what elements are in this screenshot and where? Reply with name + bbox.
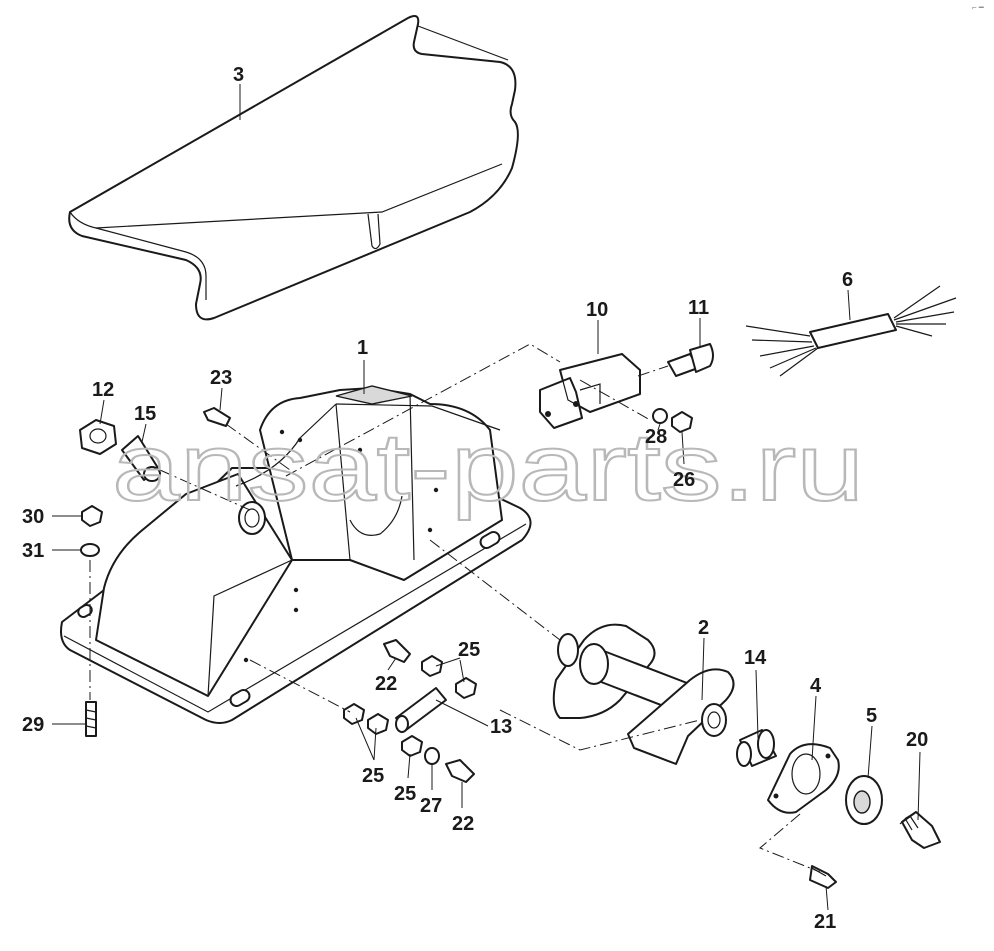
callout-26: 26: [673, 469, 695, 491]
callout-15: 15: [134, 403, 156, 425]
part-13-spring-pin: [395, 687, 447, 733]
callout-20: 20: [906, 729, 928, 751]
callout-22-top: 22: [375, 673, 397, 695]
callout-31: 31: [22, 540, 44, 562]
part-30-nut: [81, 505, 103, 527]
callout-13: 13: [490, 716, 512, 738]
callout-25-top: 25: [458, 639, 480, 661]
part-25-nut-b: [455, 677, 477, 699]
callout-1: 1: [357, 337, 368, 359]
corner-mark: ⌐ ━: [972, 3, 984, 12]
callout-25-mid: 25: [394, 783, 416, 805]
callout-2: 2: [698, 617, 709, 639]
part-1-pedal-housing: [60, 385, 532, 724]
part-12-hex-nut: [79, 419, 117, 455]
watermark: ansat-parts.ru: [112, 414, 864, 521]
part-27-washer: [424, 747, 440, 765]
part-10-switch: [539, 353, 641, 429]
callout-6: 6: [842, 269, 853, 291]
part-25-nut-d: [367, 713, 389, 735]
part-11-fitting: [667, 343, 714, 377]
part-22-screw-upper: [383, 639, 411, 663]
callout-30: 30: [22, 506, 44, 528]
callout-11: 11: [688, 297, 709, 319]
callout-3: 3: [233, 64, 244, 86]
callout-28: 28: [645, 426, 667, 448]
callout-4: 4: [810, 675, 822, 697]
leader-lines: [52, 84, 921, 911]
callout-12: 12: [92, 379, 114, 401]
part-6-cable: [745, 285, 957, 377]
part-3-cover-plate: [68, 15, 519, 321]
callout-14: 14: [744, 647, 767, 669]
callout-21: 21: [814, 911, 836, 933]
part-15-grease-nipple: [121, 435, 161, 482]
callout-10: 10: [586, 299, 608, 321]
part-20-slotted-screw: [899, 811, 941, 849]
part-25-nut-a: [421, 655, 443, 677]
callout-5: 5: [866, 705, 877, 727]
callout-25-left: 25: [362, 765, 384, 787]
callout-23: 23: [210, 367, 232, 389]
part-26-nut: [671, 411, 693, 433]
part-25-nut-e: [401, 735, 423, 757]
part-2-flange-bushing: [552, 623, 735, 765]
part-31-washer: [80, 543, 100, 557]
assembly-lines: [89, 343, 821, 873]
part-28-washer: [652, 408, 668, 424]
part-29-bolt: [85, 701, 97, 737]
part-14-bushing: [736, 729, 777, 767]
callout-29: 29: [22, 714, 44, 736]
callout-27: 27: [420, 795, 442, 817]
part-5-washer: [845, 775, 883, 825]
callout-22-bottom: 22: [452, 813, 474, 835]
part-4-flange: [767, 743, 840, 814]
part-25-nut-c: [343, 703, 365, 725]
callout-labels: 3 1 10 11 6 12 15 23 30 31 29 28 26 25 2…: [22, 64, 928, 933]
part-23-small-screw: [203, 407, 231, 427]
part-22-screw-lower: [445, 759, 475, 783]
